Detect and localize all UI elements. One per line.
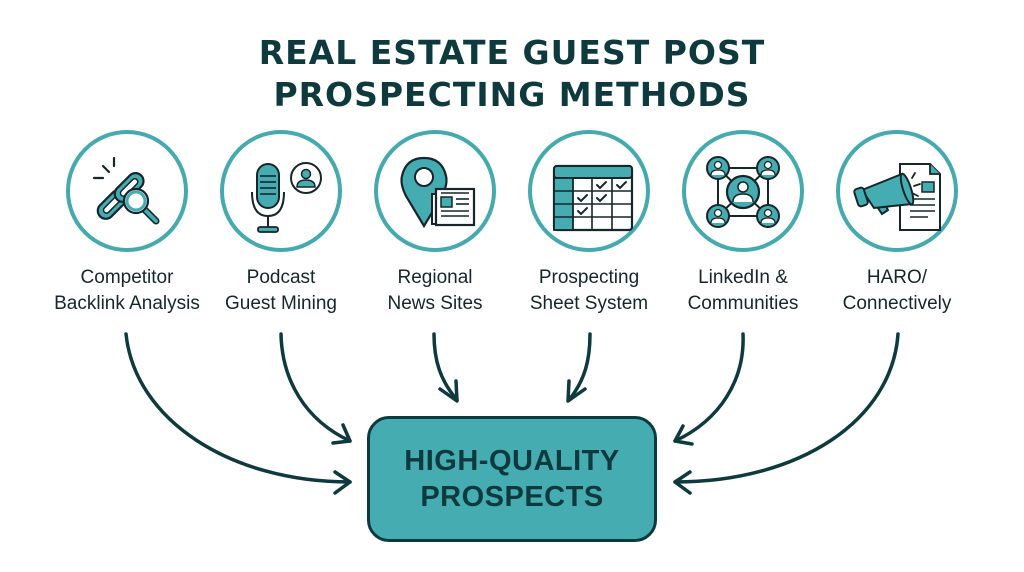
result-line-1: HIGH-QUALITY (404, 445, 620, 477)
method-linkedin-communities: LinkedIn & Communities (663, 130, 823, 317)
method-podcast-guest-mining: Podcast Guest Mining (201, 130, 361, 317)
method-label: Prospecting Sheet System (529, 267, 649, 314)
method-label: HARO/ Connectively (842, 267, 952, 314)
method-label: LinkedIn & Communities (687, 267, 799, 314)
method-haro-connectively: HARO/ Connectively (817, 130, 977, 317)
method-icon-circle (374, 130, 496, 252)
method-icon-circle (682, 130, 804, 252)
microphone-guest-icon (251, 162, 322, 233)
high-quality-prospects-box: HIGH-QUALITY PROSPECTS (367, 416, 657, 542)
method-label: Podcast Guest Mining (225, 267, 337, 314)
diagram-title: REAL ESTATE GUEST POST PROSPECTING METHO… (0, 32, 1024, 116)
arrow-from-regional-news (432, 332, 459, 403)
method-prospecting-sheet-system: Prospecting Sheet System (509, 130, 669, 317)
method-label: Regional News Sites (387, 267, 483, 314)
method-icon-circle (528, 130, 650, 252)
method-icon-circle (836, 130, 958, 252)
method-label: Competitor Backlink Analysis (54, 267, 200, 314)
location-newspaper-icon (400, 156, 476, 229)
megaphone-document-icon (853, 163, 941, 231)
method-icon-circle (66, 130, 188, 252)
title-line-2: PROSPECTING METHODS (273, 75, 751, 114)
method-icon-circle (220, 130, 342, 252)
method-regional-news-sites: Regional News Sites (355, 130, 515, 317)
arrow-from-linkedin (673, 332, 745, 446)
network-people-icon (706, 156, 780, 228)
result-line-2: PROSPECTS (420, 481, 604, 513)
method-competitor-backlink-analysis: Competitor Backlink Analysis (47, 130, 207, 317)
broken-link-search-icon (92, 156, 160, 225)
arrow-from-prospecting-sheet (566, 332, 592, 403)
arrow-from-podcast (279, 332, 352, 445)
arrow-from-competitor (124, 332, 352, 495)
arrow-from-haro (673, 332, 900, 495)
spreadsheet-checklist-icon (552, 164, 634, 232)
title-line-1: REAL ESTATE GUEST POST (258, 33, 766, 72)
